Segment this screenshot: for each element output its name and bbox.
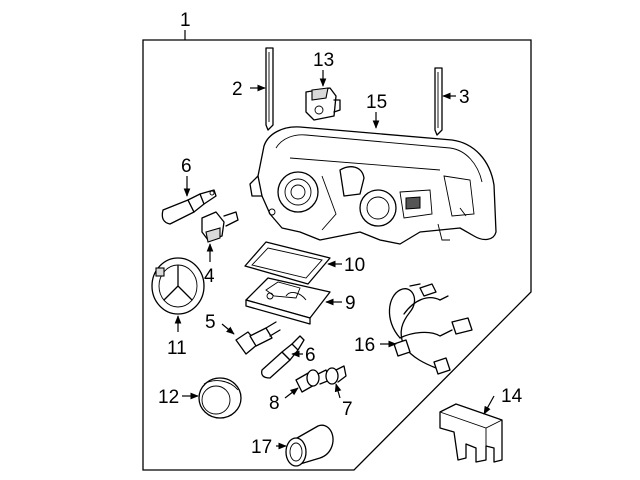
leader-8 (284, 387, 299, 399)
part-14-bracket (439, 403, 503, 463)
part-9-control-module (245, 277, 331, 325)
part-16-wiring-harness (388, 283, 473, 375)
callout-13: 13 (313, 50, 334, 71)
part-5-bulb (235, 321, 281, 355)
part-6-bulb-upper (161, 189, 217, 225)
callout-8: 8 (269, 393, 280, 414)
callout-3: 3 (459, 87, 470, 108)
part-11-cover-cap (151, 257, 205, 315)
part-12-dust-cap (198, 377, 242, 419)
callout-12: 12 (158, 387, 179, 408)
callout-14: 14 (501, 386, 523, 407)
callout-15: 15 (366, 92, 387, 113)
callout-9: 9 (345, 293, 356, 314)
callout-16: 16 (354, 335, 375, 356)
part-13-leveling-motor (305, 87, 341, 121)
callout-7: 7 (342, 399, 353, 420)
part-6-bulb-lower (261, 335, 305, 379)
part-7-bulb (325, 365, 347, 385)
leader-5 (221, 323, 235, 335)
part-4-igniter (201, 211, 239, 243)
callout-6b: 6 (305, 345, 316, 366)
part-17-cylinder-cap (285, 424, 334, 467)
leader-14 (483, 395, 495, 415)
part-2-bracket-rod (265, 47, 274, 131)
callout-2: 2 (232, 79, 243, 100)
assembly-frame (142, 39, 532, 471)
part-15-headlamp-housing (249, 126, 497, 245)
callout-6a: 6 (181, 156, 192, 177)
part-10-gasket (244, 241, 331, 285)
callout-4: 4 (204, 266, 215, 287)
leader-7 (334, 383, 342, 399)
callout-10: 10 (344, 255, 365, 276)
callout-17: 17 (251, 437, 272, 458)
callout-11: 11 (167, 338, 187, 359)
callout-1: 1 (180, 10, 191, 31)
part-3-bracket-rod (434, 67, 443, 136)
callout-5: 5 (205, 312, 216, 333)
part-8-socket (295, 369, 331, 393)
